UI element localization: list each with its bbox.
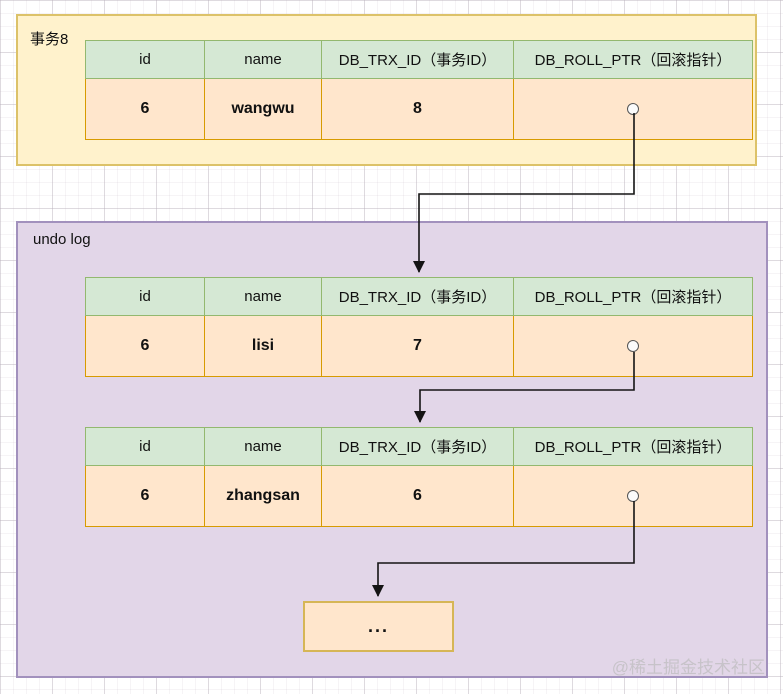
header-id: id — [85, 40, 205, 79]
cell-trx-id: 8 — [321, 78, 514, 140]
transaction-8-record-table: id name DB_TRX_ID（事务ID） DB_ROLL_PTR（回滚指针… — [85, 40, 753, 140]
table-row: 6 lisi 7 — [85, 315, 753, 377]
header-name: name — [204, 427, 322, 466]
cell-name: zhangsan — [204, 465, 322, 527]
table-header-row: id name DB_TRX_ID（事务ID） DB_ROLL_PTR（回滚指针… — [85, 40, 753, 79]
transaction-8-label: 事务8 — [30, 31, 69, 48]
roll-ptr-circle-icon — [627, 339, 639, 352]
undo-log-record-table-2: id name DB_TRX_ID（事务ID） DB_ROLL_PTR（回滚指针… — [85, 427, 753, 527]
cell-id: 6 — [85, 315, 205, 377]
undo-log-record-table-1: id name DB_TRX_ID（事务ID） DB_ROLL_PTR（回滚指针… — [85, 277, 753, 377]
header-trx-id: DB_TRX_ID（事务ID） — [321, 427, 514, 466]
cell-trx-id: 7 — [321, 315, 514, 377]
header-id: id — [85, 277, 205, 316]
header-roll-ptr: DB_ROLL_PTR（回滚指针） — [513, 277, 753, 316]
header-roll-ptr: DB_ROLL_PTR（回滚指针） — [513, 427, 753, 466]
header-trx-id: DB_TRX_ID（事务ID） — [321, 277, 514, 316]
header-roll-ptr: DB_ROLL_PTR（回滚指针） — [513, 40, 753, 79]
cell-roll-ptr — [513, 315, 753, 377]
watermark: @稀土掘金技术社区 — [611, 658, 765, 677]
cell-trx-id: 6 — [321, 465, 514, 527]
cell-roll-ptr — [513, 78, 753, 140]
header-trx-id: DB_TRX_ID（事务ID） — [321, 40, 514, 79]
cell-name: wangwu — [204, 78, 322, 140]
cell-name: lisi — [204, 315, 322, 377]
header-id: id — [85, 427, 205, 466]
header-name: name — [204, 277, 322, 316]
table-row: 6 wangwu 8 — [85, 78, 753, 140]
header-name: name — [204, 40, 322, 79]
roll-ptr-circle-icon — [627, 102, 639, 115]
table-row: 6 zhangsan 6 — [85, 465, 753, 527]
cell-id: 6 — [85, 78, 205, 140]
undo-log-label: undo log — [33, 231, 91, 248]
older-versions-box: ... — [303, 601, 454, 652]
table-header-row: id name DB_TRX_ID（事务ID） DB_ROLL_PTR（回滚指针… — [85, 427, 753, 466]
table-header-row: id name DB_TRX_ID（事务ID） DB_ROLL_PTR（回滚指针… — [85, 277, 753, 316]
cell-id: 6 — [85, 465, 205, 527]
cell-roll-ptr — [513, 465, 753, 527]
roll-ptr-circle-icon — [627, 489, 639, 502]
